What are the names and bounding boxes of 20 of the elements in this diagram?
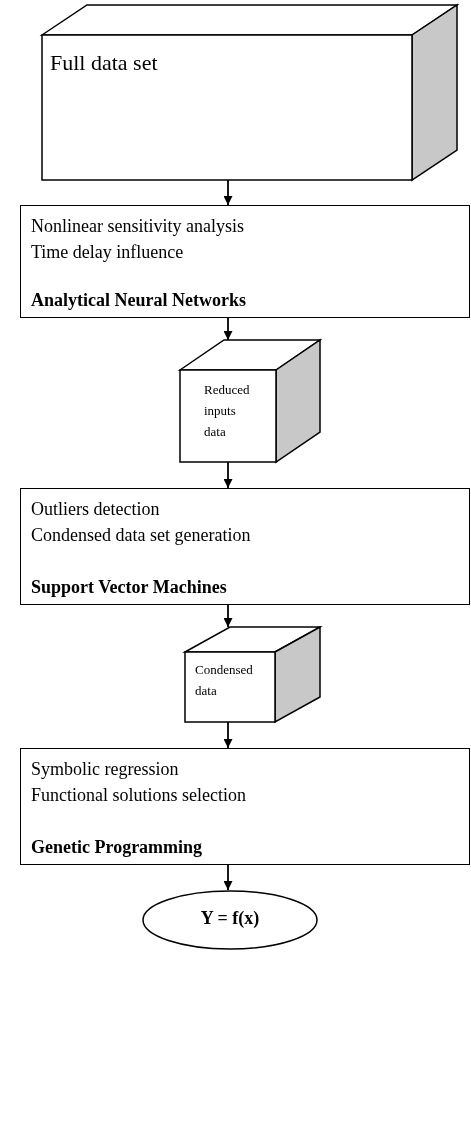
formula-text: Y = f(x) [199, 908, 261, 929]
arrow [223, 864, 233, 891]
task-text: Outliers detection [31, 499, 160, 520]
arrow [223, 179, 233, 206]
task-text: Time delay influence [31, 242, 184, 263]
arrow [223, 721, 233, 749]
arrow [223, 317, 233, 341]
task-text: Condensed data set generation [31, 525, 251, 546]
arrow [223, 461, 233, 489]
result-ellipse [142, 890, 318, 950]
arrow [223, 604, 233, 628]
task-text: Nonlinear sensitivity analysis [31, 216, 244, 237]
method-name: Analytical Neural Networks [31, 290, 246, 311]
task-text: Symbolic regression [31, 759, 179, 780]
task-text: Functional solutions selection [31, 785, 246, 806]
process-box [20, 488, 470, 605]
method-name: Support Vector Machines [31, 577, 227, 598]
process-box [20, 205, 470, 318]
method-name: Genetic Programming [31, 837, 203, 858]
process-box [20, 748, 470, 865]
